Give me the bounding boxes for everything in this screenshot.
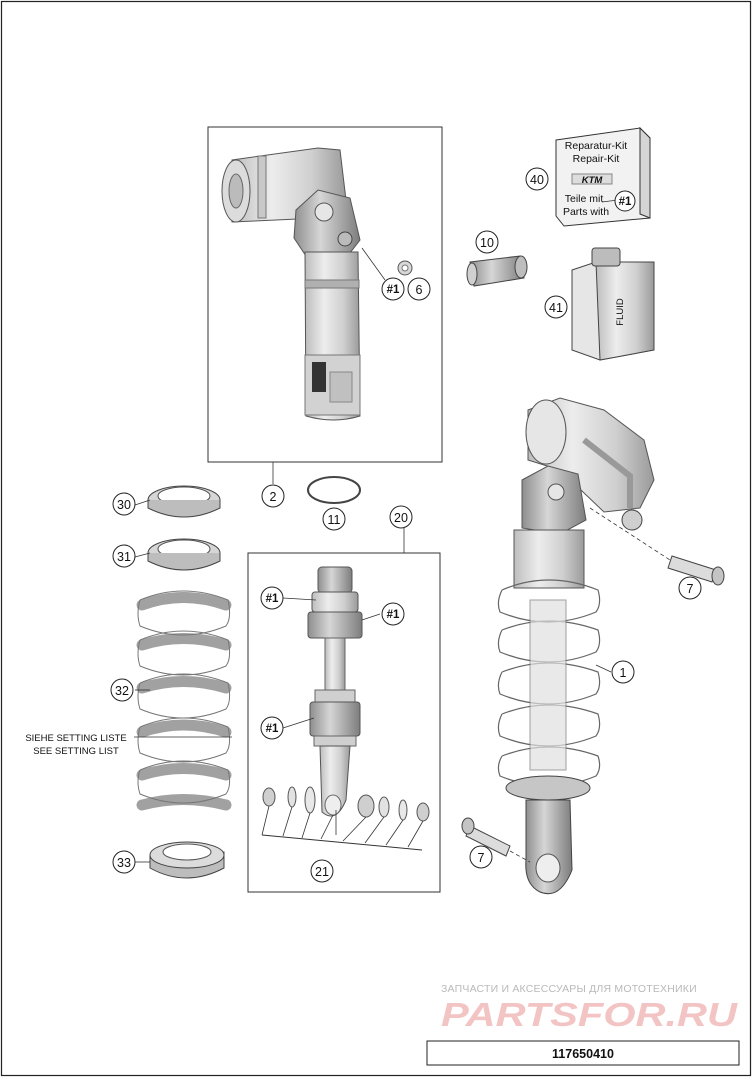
svg-text:11: 11 (328, 513, 341, 527)
lock-ring-part-31 (147, 538, 221, 571)
bolt-part-7-upper (589, 507, 725, 586)
svg-text:40: 40 (530, 173, 544, 187)
svg-text:33: 33 (117, 856, 131, 870)
complete-shock-absorber-part-1 (497, 397, 655, 895)
piston-rod-group-box (247, 552, 441, 893)
nut-part-6 (397, 260, 413, 276)
svg-text:21: 21 (315, 865, 329, 879)
svg-text:#1: #1 (266, 593, 279, 605)
valve-part-10 (466, 255, 528, 287)
spring-part-32 (136, 592, 232, 811)
fluid-can (571, 247, 655, 361)
callout-33: 33 (112, 850, 136, 874)
callout-21: 21 (310, 859, 334, 883)
callout-30: 30 (112, 492, 136, 516)
svg-text:31: 31 (117, 550, 131, 564)
damper-group-box (207, 126, 443, 463)
bushing-set-part-21 (261, 786, 430, 851)
repair-kit-line3: Teile mit (565, 193, 604, 205)
ref-kit-rod: #1 (260, 716, 284, 740)
ref-kit-piston-top: #1 (260, 586, 284, 610)
damper-assembly-drawing (221, 147, 361, 421)
ref-kit-piston-right: #1 (381, 602, 405, 626)
callout-1: 1 (611, 660, 635, 684)
bolt-part-7-lower (461, 817, 531, 863)
svg-text:#1: #1 (387, 284, 400, 296)
spring-note-line2: SEE SETTING LIST (33, 746, 119, 757)
callout-40: 40 (525, 167, 549, 191)
svg-text:6: 6 (416, 283, 423, 297)
callout-7-lower: 7 (469, 845, 493, 869)
repair-kit-line2: Repair-Kit (573, 153, 620, 165)
callout-7-upper: 7 (678, 576, 702, 600)
adjusting-ring-part-30 (147, 485, 221, 518)
svg-text:7: 7 (687, 582, 694, 596)
callout-2: 2 (261, 484, 285, 508)
callout-41: 41 (544, 295, 568, 319)
diagram-code: 117650410 (552, 1047, 614, 1061)
callout-20: 20 (389, 505, 413, 529)
repair-kit-line1: Reparatur-Kit (565, 140, 628, 152)
callout-10: 10 (475, 230, 499, 254)
ktm-logo: KTM (582, 175, 604, 186)
spring-outline (137, 590, 231, 804)
svg-text:1: 1 (620, 666, 627, 680)
piston-rod-drawing (307, 566, 363, 817)
svg-text:2: 2 (270, 490, 277, 504)
callout-6: 6 (407, 277, 431, 301)
watermark-tagline: ЗАПЧАСТИ И АКСЕССУАРЫ ДЛЯ МОТОТЕХНИКИ (441, 983, 697, 995)
repair-kit-line4: Parts with (563, 206, 609, 218)
callout-11: 11 (322, 507, 346, 531)
fluid-label: FLUID (615, 298, 626, 326)
ref-kit-box: #1 (614, 190, 636, 212)
callout-32: 32 (110, 678, 134, 702)
ref-kit-part-6: #1 (381, 277, 405, 301)
svg-text:20: 20 (394, 511, 408, 525)
spring-seat-part-33 (149, 841, 225, 879)
callout-31: 31 (112, 544, 136, 568)
watermark-brand: PARTSFOR.RU (441, 996, 738, 1033)
svg-text:#1: #1 (619, 196, 632, 208)
svg-text:41: 41 (549, 301, 563, 315)
svg-text:10: 10 (480, 236, 494, 250)
svg-text:32: 32 (115, 684, 129, 698)
svg-text:#1: #1 (266, 723, 279, 735)
svg-text:7: 7 (478, 851, 485, 865)
svg-text:30: 30 (117, 498, 131, 512)
spring-note-line1: SIEHE SETTING LISTE (25, 733, 126, 744)
svg-text:#1: #1 (387, 609, 400, 621)
diagram-code-box (426, 1040, 740, 1066)
circlip-part-11 (307, 476, 361, 504)
